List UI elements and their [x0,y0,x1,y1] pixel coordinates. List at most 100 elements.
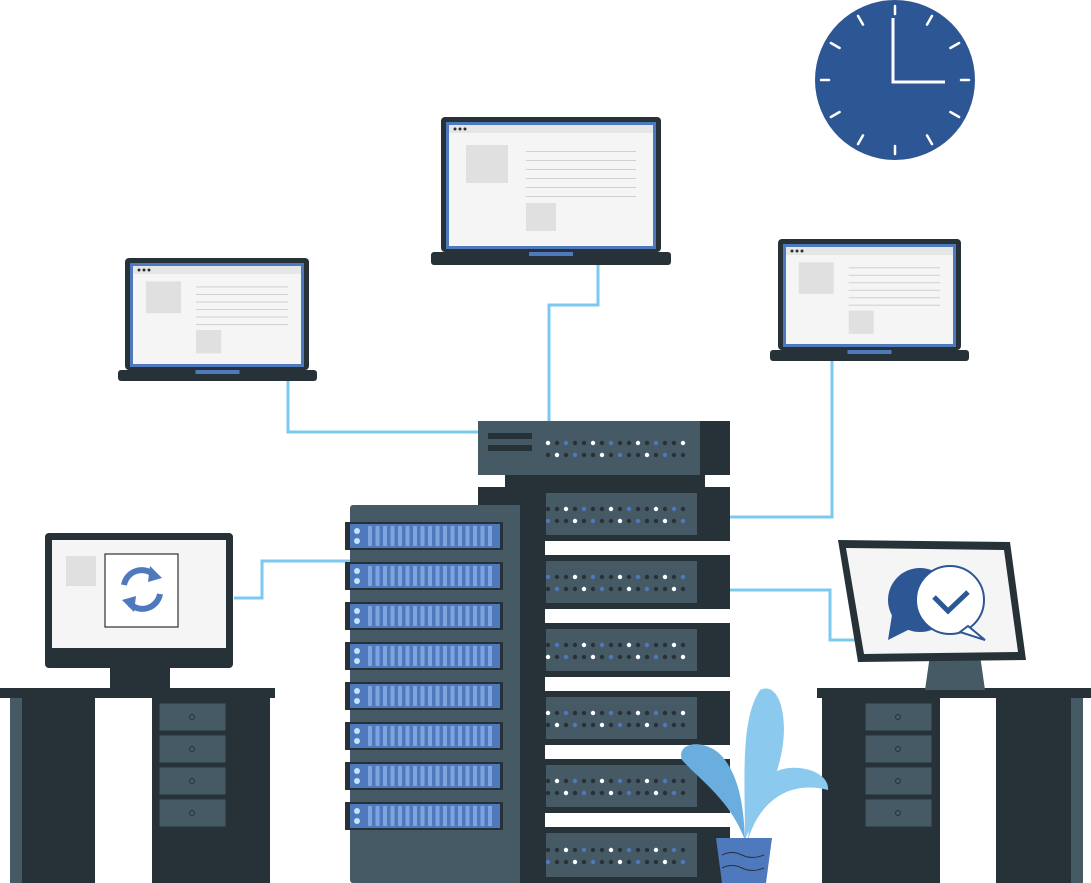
status-led [545,722,551,728]
status-led [590,586,596,592]
status-led [626,574,632,580]
status-led [563,847,569,853]
status-led [581,654,587,660]
drive-bay [345,642,503,670]
status-led [617,586,623,592]
status-led [617,722,623,728]
status-led [581,778,587,784]
status-led [545,574,551,580]
status-led [563,574,569,580]
status-led [545,452,551,458]
status-led [590,847,596,853]
status-led [608,710,614,716]
status-led [626,722,632,728]
status-led [626,440,632,446]
status-led [644,778,650,784]
status-led [581,847,587,853]
status-led [554,710,560,716]
status-led [599,642,605,648]
status-led [662,642,668,648]
status-led [617,440,623,446]
status-led [608,586,614,592]
drawer [864,734,933,764]
status-led [680,506,686,512]
status-led [671,586,677,592]
status-led [608,778,614,784]
status-led [671,859,677,865]
status-led [545,506,551,512]
status-led [635,642,641,648]
status-led [671,518,677,524]
status-led [590,642,596,648]
status-led [599,722,605,728]
status-led [653,506,659,512]
cable-left-monitor [234,559,350,600]
clock-tick [856,134,865,146]
left-desk-icon [0,688,275,883]
status-led [617,790,623,796]
status-led [680,586,686,592]
status-led [572,574,578,580]
status-led [572,518,578,524]
status-led [590,506,596,512]
status-led [635,452,641,458]
drawer [158,798,227,828]
status-led [662,506,668,512]
status-led [671,847,677,853]
status-led [554,452,560,458]
monitor-icon [45,533,233,690]
clock-icon [815,0,975,160]
drive-bay [345,522,503,550]
image-placeholder-icon [145,281,182,314]
status-led [554,847,560,853]
sync-icon [104,553,179,628]
status-led [599,452,605,458]
status-led [599,778,605,784]
status-led [617,642,623,648]
clock-tick [856,14,865,26]
status-led [662,778,668,784]
status-led [662,586,668,592]
status-led [572,654,578,660]
status-led [599,710,605,716]
network-cables [234,265,860,642]
status-led [554,722,560,728]
status-led [617,847,623,853]
status-led [680,452,686,458]
status-led [671,506,677,512]
status-led [608,654,614,660]
status-led [554,859,560,865]
plant-icon [681,688,829,883]
status-led [626,859,632,865]
status-led [653,790,659,796]
status-led [671,440,677,446]
status-led [554,586,560,592]
status-led [617,654,623,660]
status-led [572,859,578,865]
status-led [554,790,560,796]
status-led [617,452,623,458]
drive-bay [345,602,503,630]
status-led [680,790,686,796]
status-led [581,440,587,446]
status-led [563,722,569,728]
status-led [635,518,641,524]
status-led [635,440,641,446]
status-led [635,506,641,512]
status-led [581,518,587,524]
status-led [563,452,569,458]
status-led [599,790,605,796]
status-led [590,859,596,865]
status-led [626,778,632,784]
status-led [644,574,650,580]
status-led [626,586,632,592]
status-led [644,452,650,458]
status-led [608,847,614,853]
status-led [554,518,560,524]
status-led [653,847,659,853]
laptop-icon [770,239,969,361]
chat-check-icon [888,565,986,641]
status-led [653,452,659,458]
status-led [644,440,650,446]
status-led [590,440,596,446]
